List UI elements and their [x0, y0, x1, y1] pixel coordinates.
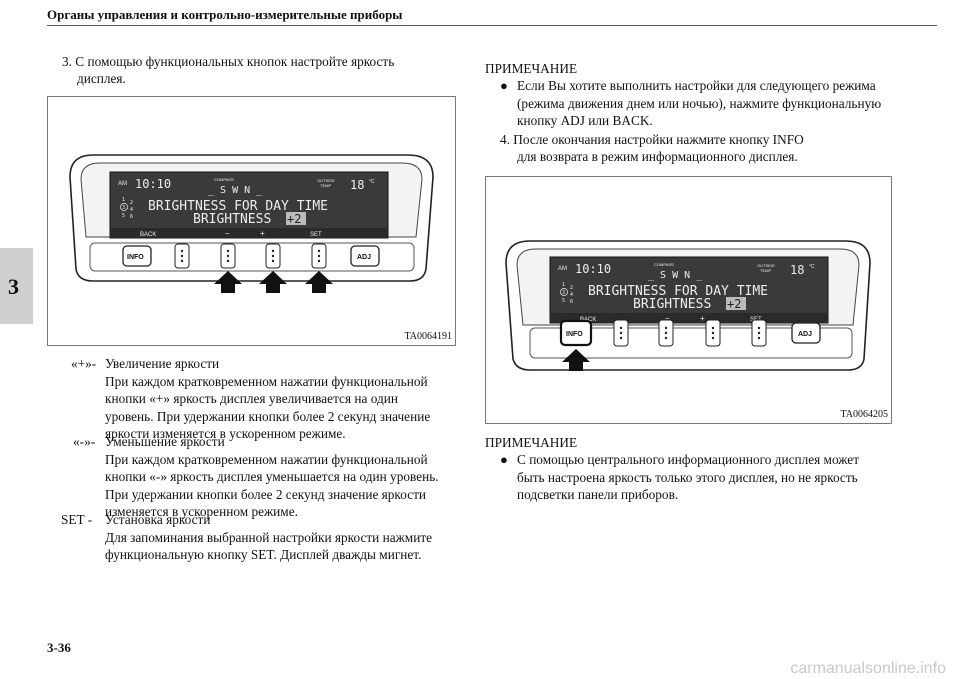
softkey-back: BACK [580, 317, 596, 323]
note-line: (режима движения днем или ночью), нажмит… [517, 95, 882, 111]
figure-1-code: TA0064191 [404, 331, 452, 342]
softkey-plus: + [260, 229, 265, 238]
definition-line: Увеличение яркости [105, 356, 220, 371]
display-temp-unit: °C [369, 179, 375, 185]
display-line-2: BRIGHTNESS [633, 297, 711, 312]
definition-line: изменяется в ускоренном режиме. [105, 504, 298, 519]
definition-line: Для запоминания выбранной настройки ярко… [105, 529, 433, 545]
gear-4: 4 [570, 292, 573, 298]
definition-line: При каждом кратковременном нажатии функц… [105, 451, 428, 467]
arrow-up-icon [214, 271, 242, 293]
step-3-line-1: 3. С помощью функциональных кнопок настр… [62, 54, 395, 69]
display-line-1: BRIGHTNESS FOR DAY TIME [588, 284, 768, 299]
definition-term: SET - [61, 512, 93, 527]
chapter-number: 3 [8, 274, 19, 299]
adj-button[interactable] [350, 245, 380, 267]
note-2-title: ПРИМЕЧАНИЕ [485, 435, 578, 450]
step-4-line-1: 4. После окончания настройки нажмите кно… [500, 132, 804, 147]
softkey-minus: − [225, 229, 230, 238]
bullet-icon: ● [500, 78, 508, 93]
definition-term: «-»- [73, 434, 96, 449]
gear-5: 5 [122, 213, 125, 219]
gear-1: 1 [562, 282, 565, 288]
definition-line: кнопки «-» яркость дисплея уменьшается н… [105, 469, 439, 484]
display-line-1: BRIGHTNESS FOR DAY TIME [148, 199, 328, 214]
definition-line: функциональную кнопку SET. Дисплей дважд… [105, 547, 422, 562]
display-compass: _ S W N _ [208, 185, 263, 196]
note-line: Если Вы хотите выполнить настройки для с… [517, 78, 876, 93]
display-compass-label: COMPASS [654, 262, 674, 267]
display-temp-unit: °C [809, 264, 815, 270]
step-3-line-2: дисплея. [77, 71, 126, 86]
gear-5: 5 [562, 298, 565, 304]
display-temp: 18 [350, 178, 364, 192]
chapter-tab: 3 [0, 248, 33, 324]
definition-term: «+»- [71, 356, 97, 371]
figure-1: AM 10:10 COMPASS _ S W N _ OUTSIDE TEMP … [47, 96, 456, 346]
softkey-back: BACK [140, 232, 156, 238]
note-1-title: ПРИМЕЧАНИЕ [485, 61, 578, 76]
definition-line: При каждом кратковременном нажатии функц… [105, 373, 428, 389]
display-compass: _ S W N _ [648, 270, 703, 281]
softkey-set: SET [310, 232, 322, 238]
display-outside-label: OUTSIDE [757, 263, 775, 268]
display-line-2: BRIGHTNESS [193, 212, 271, 227]
display-time: 10:10 [575, 262, 611, 276]
arrow-up-icon [305, 271, 333, 293]
display-panel-illustration-1: AM 10:10 COMPASS _ S W N _ OUTSIDE TEMP … [69, 154, 434, 293]
note-line: кнопку ADJ или BACK. [517, 113, 653, 128]
gear-6: 6 [570, 299, 573, 305]
page-header: Органы управления и контрольно-измерител… [47, 7, 403, 22]
gear-3: 3 [122, 205, 125, 211]
info-button[interactable] [122, 245, 152, 267]
step-4-line-2: для возврата в режим информационного дис… [517, 149, 798, 164]
adj-button-label: ADJ [798, 331, 812, 338]
adj-button[interactable] [791, 322, 821, 344]
gear-4: 4 [130, 207, 133, 213]
arrow-up-icon [259, 271, 287, 293]
gear-2: 2 [130, 200, 133, 206]
display-am: AM [558, 266, 567, 272]
display-value: +2 [287, 212, 301, 226]
page-number: 3-36 [47, 640, 71, 655]
header-rule [47, 25, 937, 26]
softkey-minus: − [665, 314, 670, 323]
display-temp-label: TEMP [760, 268, 771, 273]
display-panel-illustration-2: AM 10:10 COMPASS _ S W N _ OUTSIDE TEMP … [505, 240, 871, 371]
display-temp-label: TEMP [320, 183, 331, 188]
gear-1: 1 [122, 197, 125, 203]
display-temp: 18 [790, 263, 804, 277]
display-outside-label: OUTSIDE [317, 178, 335, 183]
info-button-label: INFO [127, 254, 144, 261]
definition-line: яркости изменяется в ускоренном режиме. [105, 426, 346, 441]
watermark: carmanualsonline.info [790, 660, 946, 677]
note-1-body: Если Вы хотите выполнить настройки для с… [517, 77, 937, 130]
softkey-plus: + [700, 314, 705, 323]
display-am: AM [118, 181, 127, 187]
definition-line: кнопки «+» яркость дисплея увеличивается… [105, 391, 398, 406]
definition-line: Установка яркости [105, 512, 211, 527]
info-button[interactable] [559, 319, 593, 347]
definition-line: Уменьшение яркости [105, 434, 225, 449]
info-button-label: INFO [566, 331, 583, 338]
note-line: С помощью центрального информационного д… [517, 452, 860, 467]
gear-2: 2 [570, 285, 573, 291]
figure-2: AM 10:10 COMPASS _ S W N _ OUTSIDE TEMP … [485, 176, 892, 424]
note-line: быть настроена яркость только этого дисп… [517, 469, 858, 485]
display-value: +2 [727, 297, 741, 311]
definition-line: При удержании кнопки более 2 секунд знач… [105, 486, 427, 502]
note-line: подсветки панели приборов. [517, 487, 679, 502]
definitions-list: «+»- Увеличение яркости При каждом кратк… [47, 355, 467, 565]
bullet-icon: ● [500, 452, 508, 467]
note-2-body: С помощью центрального информационного д… [517, 451, 937, 504]
arrow-up-icon [562, 349, 590, 371]
display-time: 10:10 [135, 177, 171, 191]
gear-3: 3 [562, 290, 565, 296]
display-compass-label: COMPASS [214, 177, 234, 182]
adj-button-label: ADJ [357, 254, 371, 261]
figure-2-code: TA0064205 [840, 409, 888, 420]
definition-line: уровень. При удержании кнопки более 2 се… [105, 408, 431, 424]
gear-6: 6 [130, 214, 133, 220]
